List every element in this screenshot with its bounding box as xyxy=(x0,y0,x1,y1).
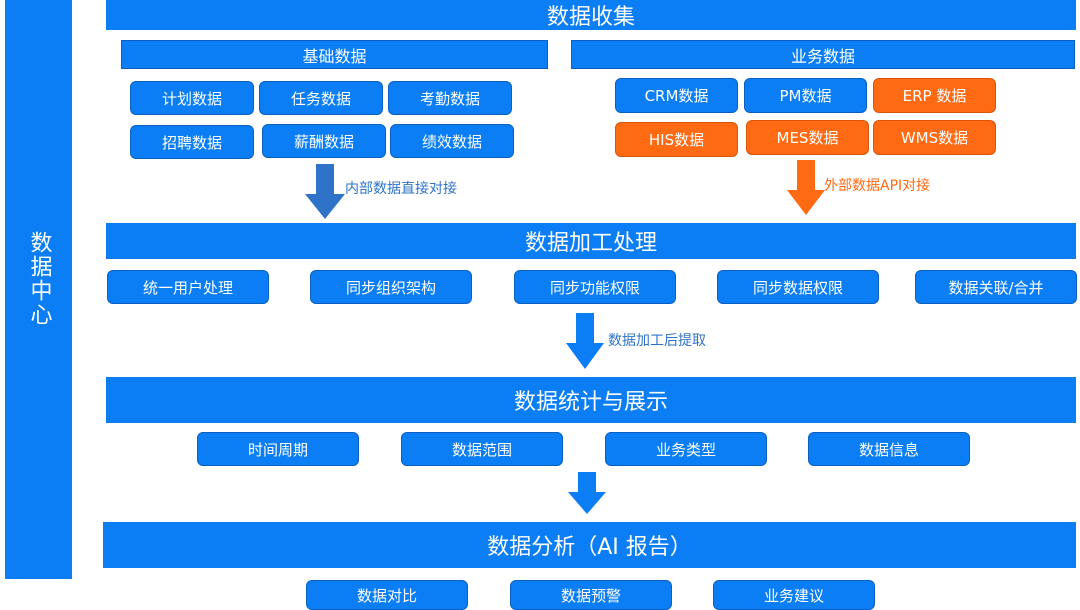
stats-item-period: 时间周期 xyxy=(197,432,359,466)
external-down-arrow-icon xyxy=(787,160,825,215)
stats-down-arrow-icon xyxy=(568,472,606,514)
stats-title: 数据统计与展示 xyxy=(513,390,668,415)
business-item-erp: ERP 数据 xyxy=(873,78,996,113)
process-item-sync-data: 同步数据权限 xyxy=(717,270,879,304)
basic-data-header: 基础数据 xyxy=(121,40,548,69)
business-item-wms: WMS数据 xyxy=(873,120,996,155)
internal-down-arrow-icon xyxy=(305,164,345,219)
basic-item-performance: 绩效数据 xyxy=(390,124,514,158)
basic-item-attendance: 考勤数据 xyxy=(388,81,512,115)
process-item-sync-org: 同步组织架构 xyxy=(310,270,472,304)
business-item-his: HIS数据 xyxy=(615,122,738,157)
process-item-sync-function: 同步功能权限 xyxy=(514,270,676,304)
analysis-title: 数据分析（AI 报告） xyxy=(487,535,692,560)
process-item-unified-user: 统一用户处理 xyxy=(107,270,269,304)
analysis-item-compare: 数据对比 xyxy=(306,580,468,610)
basic-item-plan: 计划数据 xyxy=(130,81,254,115)
basic-data-title: 基础数据 xyxy=(302,46,367,66)
basic-item-recruit: 招聘数据 xyxy=(130,125,254,159)
collect-header: 数据收集 xyxy=(106,0,1076,30)
business-data-title: 业务数据 xyxy=(790,46,855,66)
stats-header: 数据统计与展示 xyxy=(106,377,1076,423)
internal-connect-note: 内部数据直接对接 xyxy=(345,181,457,197)
data-center-sidebar: 数据中心 xyxy=(5,0,72,579)
business-item-crm: CRM数据 xyxy=(615,78,738,113)
stats-item-range: 数据范围 xyxy=(401,432,563,466)
business-item-mes: MES数据 xyxy=(746,120,869,155)
process-title: 数据加工处理 xyxy=(524,231,657,256)
business-data-header: 业务数据 xyxy=(571,40,1075,69)
process-down-arrow-icon xyxy=(566,313,604,369)
stats-item-type: 业务类型 xyxy=(605,432,767,466)
process-extract-note: 数据加工后提取 xyxy=(608,333,706,349)
collect-title: 数据收集 xyxy=(546,5,635,30)
basic-item-task: 任务数据 xyxy=(259,81,383,115)
data-center-label: 数据中心 xyxy=(26,230,52,327)
basic-item-salary: 薪酬数据 xyxy=(262,124,386,158)
stats-item-info: 数据信息 xyxy=(808,432,970,466)
business-item-pm: PM数据 xyxy=(744,78,867,113)
analysis-item-suggestion: 业务建议 xyxy=(713,580,875,610)
analysis-header: 数据分析（AI 报告） xyxy=(103,522,1076,568)
external-api-note: 外部数据API对接 xyxy=(824,178,931,194)
process-header: 数据加工处理 xyxy=(106,223,1076,259)
process-item-merge: 数据关联/合并 xyxy=(915,270,1077,304)
